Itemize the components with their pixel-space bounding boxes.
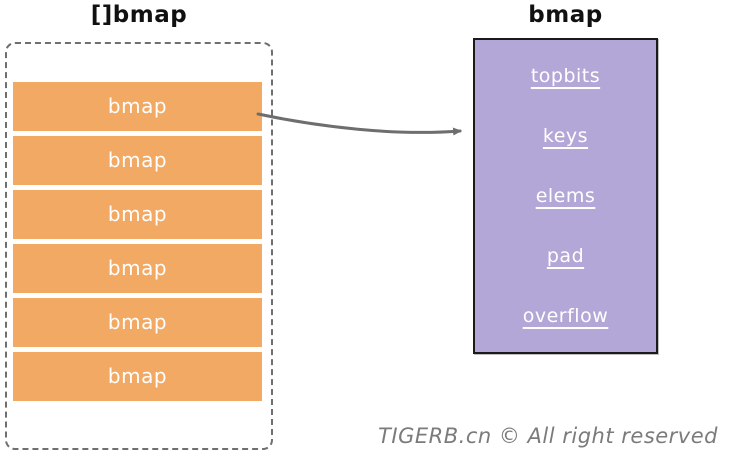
struct-field-label: elems (535, 185, 596, 207)
bmap-bar: bmap (13, 352, 262, 401)
struct-field-label: pad (546, 245, 585, 267)
bmap-bar: bmap (13, 298, 262, 347)
arrow-path (256, 112, 462, 136)
bmap-bar: bmap (13, 136, 262, 185)
watermark-text: TIGERB.cn © All right reserved (378, 424, 718, 448)
struct-field-label: keys (542, 125, 589, 147)
struct-field-label: overflow (522, 305, 609, 327)
struct-field-label: topbits (530, 65, 601, 87)
bmap-array-container (5, 42, 273, 450)
struct-title: bmap (528, 2, 603, 28)
bmap-struct-box: topbits keys elems pad overflow (473, 38, 658, 354)
bmap-bar: bmap (13, 190, 262, 239)
struct-field-list: topbits keys elems pad overflow (475, 40, 656, 352)
bmap-bar: bmap (13, 244, 262, 293)
bmap-bar: bmap (13, 82, 262, 131)
array-title: []bmap (90, 2, 188, 28)
bmap-bar-list: bmap bmap bmap bmap bmap bmap (13, 82, 262, 401)
